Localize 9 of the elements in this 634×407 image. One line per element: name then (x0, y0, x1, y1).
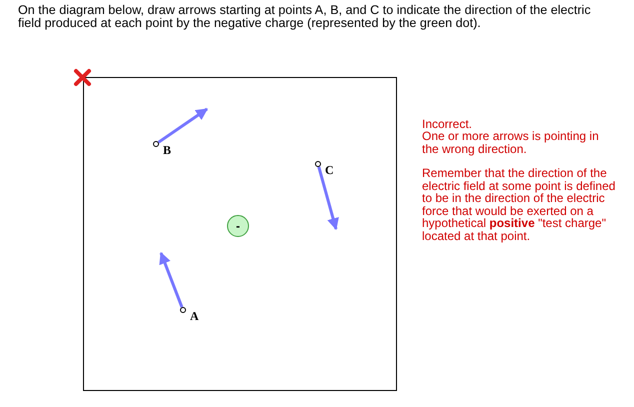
feedback-text: Remember that the direction of the electric field at some point is defined to be in the direction of the electric force that would be exerted on a hypothetical positive "test charge" located at that point. (422, 167, 616, 242)
instruction-text: On the diagram below, draw arrows starting at points A, B, and C to indicate the direction of the electric field produced at each point by the negative charge (represented by the green dot). (18, 4, 592, 30)
feedback-text: One or more arrows is pointing in the wrong direction. (422, 130, 600, 155)
field-region-box (83, 77, 397, 391)
feedback-heading: Incorrect. (422, 118, 474, 130)
field-arrow (159, 252, 184, 308)
charge-circle: - (227, 215, 249, 237)
field-arrow (317, 166, 339, 230)
field-arrow (158, 108, 208, 144)
